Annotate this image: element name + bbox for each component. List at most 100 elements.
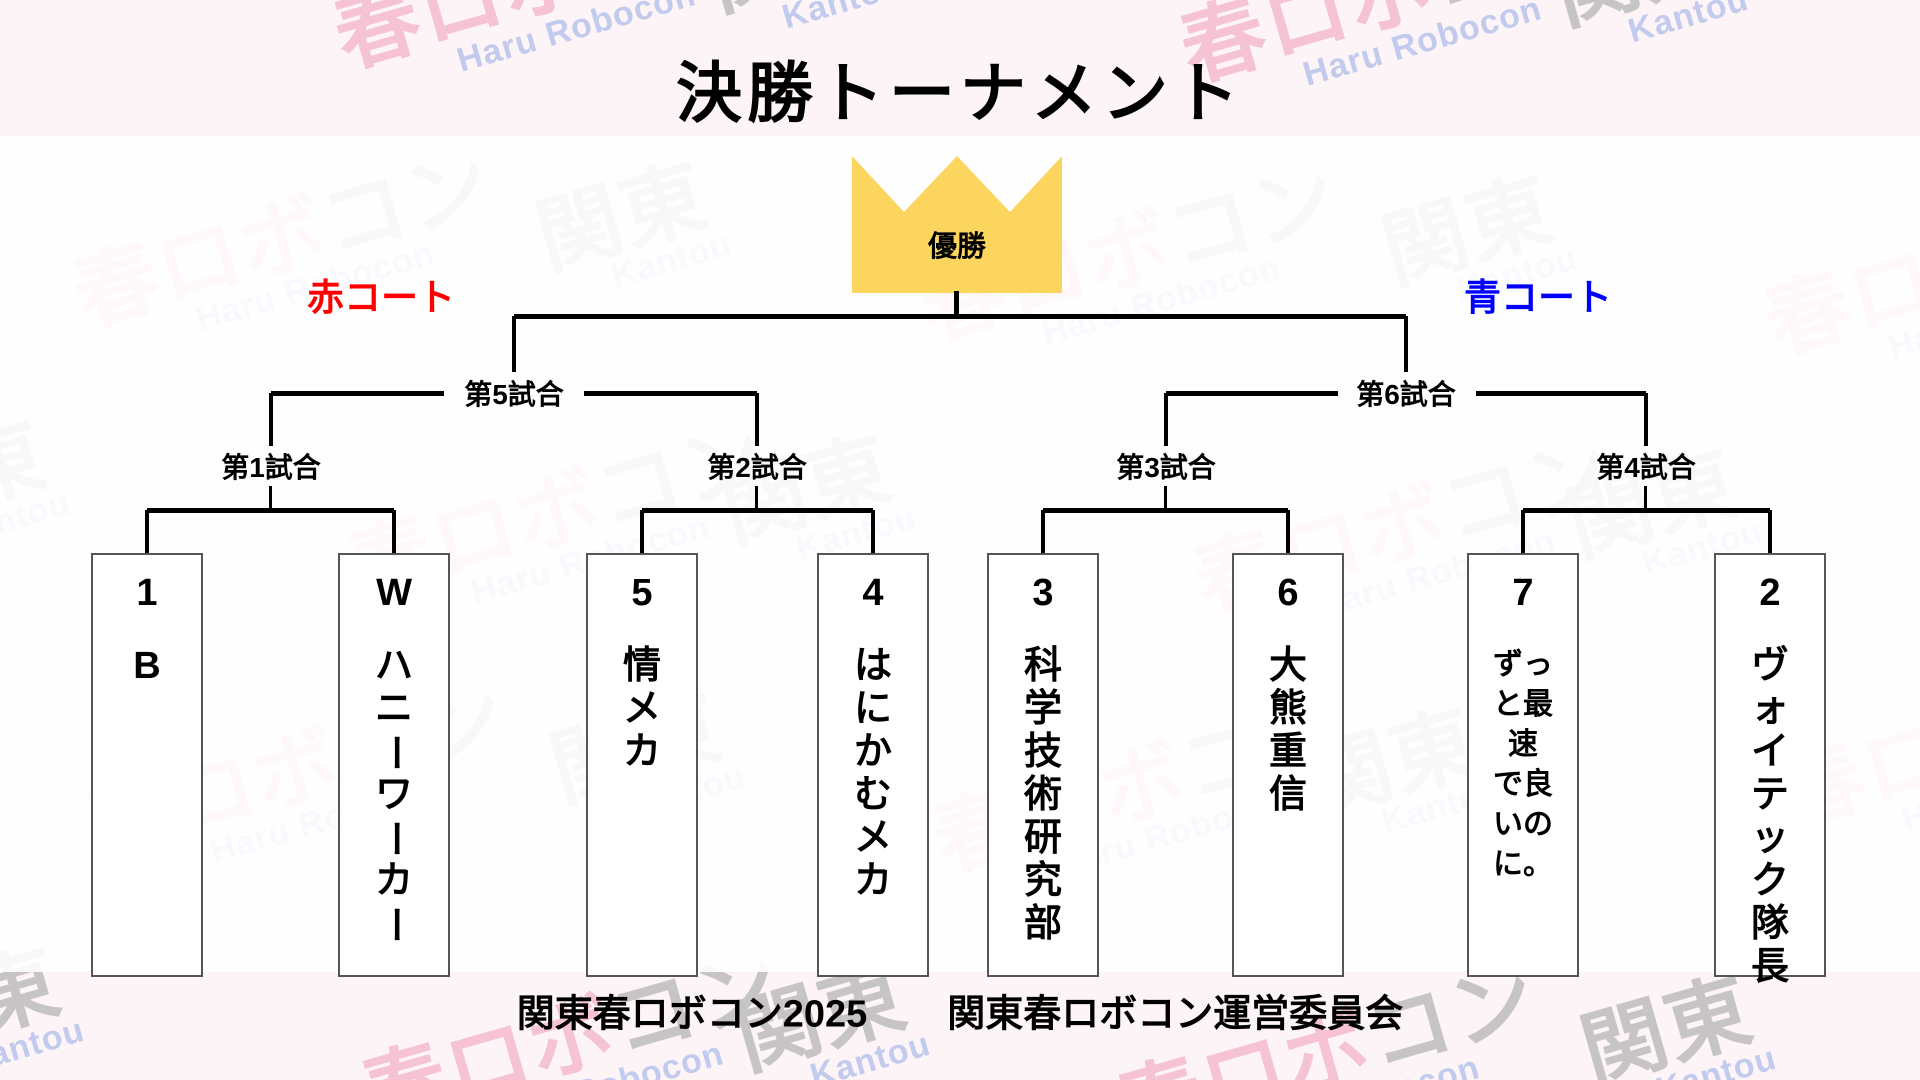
team-name: ハニーワーカー bbox=[373, 644, 416, 946]
team-box-3: 5 情メカ bbox=[586, 553, 698, 977]
team-name-line: で良 bbox=[1493, 767, 1553, 801]
bracket-line-v bbox=[269, 393, 273, 446]
team-name-line: は bbox=[853, 644, 892, 687]
crown-icon bbox=[852, 156, 1062, 293]
team-name-line: か bbox=[853, 730, 892, 773]
match-label-3: 第3試合 bbox=[1116, 452, 1216, 483]
footer-event-name: 関東春ロボコン2025 bbox=[516, 993, 868, 1036]
bracket-line-v bbox=[1286, 510, 1290, 555]
team-name: 情メカ bbox=[623, 645, 661, 774]
team-name-line: ハ bbox=[374, 644, 413, 687]
team-name-line: と最 bbox=[1493, 687, 1553, 721]
team-name-line: 情 bbox=[622, 644, 661, 687]
bracket-line-h bbox=[514, 314, 1406, 319]
bracket-line-v bbox=[1164, 486, 1167, 512]
bracket-line-v bbox=[1164, 393, 1168, 446]
team-name-line: 大 bbox=[1268, 644, 1307, 687]
blue-court-label: 青コート bbox=[1464, 277, 1612, 318]
team-name-line: 信 bbox=[1268, 773, 1307, 816]
team-name-line: む bbox=[853, 773, 892, 816]
bracket-line-v bbox=[755, 486, 758, 512]
team-name-line: 隊 bbox=[1750, 902, 1789, 945]
match-label-5: 第5試合 bbox=[464, 379, 564, 410]
team-name: 科学技術研究部 bbox=[1024, 645, 1062, 946]
bracket-line-v bbox=[954, 291, 959, 316]
bracket-line-v bbox=[1644, 393, 1648, 446]
bracket-line-v bbox=[512, 316, 516, 372]
team-seed: 7 bbox=[1512, 572, 1534, 614]
team-name: はにかむメカ bbox=[854, 645, 892, 903]
match-label-4: 第4試合 bbox=[1596, 452, 1696, 483]
team-name-line: ッ bbox=[1750, 816, 1789, 859]
team-name-line: 長 bbox=[1750, 945, 1789, 988]
footer: 関東春ロボコン2025 関東春ロボコン運営委員会 bbox=[0, 983, 1920, 1038]
team-seed: 4 bbox=[862, 572, 884, 614]
footer-committee-name: 関東春ロボコン運営委員会 bbox=[947, 993, 1404, 1036]
team-seed: 6 bbox=[1277, 572, 1299, 614]
bracket-line-h bbox=[1166, 391, 1338, 396]
team-name-line: メ bbox=[853, 816, 892, 859]
page-title: 決勝トーナメント bbox=[676, 56, 1244, 130]
team-box-8: 2 ヴォイテック隊長 bbox=[1714, 553, 1826, 988]
team-seed: W bbox=[376, 572, 412, 614]
bracket-line-v bbox=[1404, 316, 1408, 372]
team-seed: 2 bbox=[1759, 572, 1781, 614]
bracket-line-h bbox=[271, 391, 444, 396]
bracket-line-v bbox=[1644, 486, 1647, 512]
match-label-1: 第1試合 bbox=[221, 452, 321, 483]
bracket-line-v bbox=[1041, 510, 1045, 555]
bracket-line-v bbox=[1768, 510, 1772, 555]
bracket-line-v bbox=[871, 510, 875, 555]
team-name-line: ずっ bbox=[1493, 647, 1553, 681]
team-seed: 3 bbox=[1032, 572, 1054, 614]
team-name-line: 部 bbox=[1023, 902, 1062, 945]
team-name: ヴォイテック隊長 bbox=[1751, 645, 1789, 989]
match-label-6: 第6試合 bbox=[1356, 379, 1456, 410]
team-name-line: ォ bbox=[1750, 687, 1789, 730]
bracket-line-h bbox=[584, 391, 757, 396]
team-name-line: 研 bbox=[1023, 816, 1062, 859]
team-name-line: イ bbox=[1750, 730, 1789, 773]
team-name-line: ー bbox=[373, 819, 416, 858]
team-name-line: 技 bbox=[1023, 730, 1062, 773]
match-label-2: 第2試合 bbox=[707, 452, 807, 483]
red-court-label: 赤コート bbox=[307, 277, 455, 318]
bracket-line-v bbox=[640, 510, 644, 555]
team-name-line: いの bbox=[1493, 807, 1553, 841]
team-name-line: 速 bbox=[1508, 727, 1538, 761]
team-seed: 5 bbox=[631, 572, 653, 614]
bracket-line-v bbox=[755, 393, 759, 446]
team-name: ずっと最速で良いのに。 bbox=[1493, 645, 1553, 885]
team-name-line: B bbox=[133, 644, 161, 687]
bracket-line-h bbox=[1476, 391, 1646, 396]
team-name-line: に bbox=[853, 687, 892, 730]
bracket-line-v bbox=[269, 486, 272, 512]
team-name-line: ヴ bbox=[1750, 644, 1789, 687]
team-name-line: カ bbox=[622, 730, 661, 773]
team-box-5: 3 科学技術研究部 bbox=[987, 553, 1099, 977]
team-box-7: 7 ずっと最速で良いのに。 bbox=[1467, 553, 1579, 977]
team-name-line: 学 bbox=[1023, 687, 1062, 730]
team-name-line: 科 bbox=[1023, 644, 1062, 687]
team-name-line: テ bbox=[1750, 773, 1789, 816]
team-name-line: 術 bbox=[1023, 773, 1062, 816]
team-box-4: 4 はにかむメカ bbox=[817, 553, 929, 977]
team-name-line: ニ bbox=[374, 687, 413, 730]
team-name-line: ー bbox=[373, 905, 416, 944]
champion-label: 優勝 bbox=[927, 231, 987, 263]
team-name-line: に。 bbox=[1493, 847, 1553, 881]
team-name-line: ク bbox=[1750, 859, 1789, 902]
team-name-line: カ bbox=[374, 859, 413, 902]
champion-crown: 優勝 bbox=[852, 156, 1062, 293]
team-name-line: 究 bbox=[1023, 859, 1062, 902]
team-name-line: カ bbox=[853, 859, 892, 902]
team-name-line: ワ bbox=[374, 773, 413, 816]
bracket-line-v bbox=[1521, 510, 1525, 555]
team-seed: 1 bbox=[136, 572, 158, 614]
bracket-line-v bbox=[392, 510, 396, 555]
team-name-line: メ bbox=[622, 687, 661, 730]
